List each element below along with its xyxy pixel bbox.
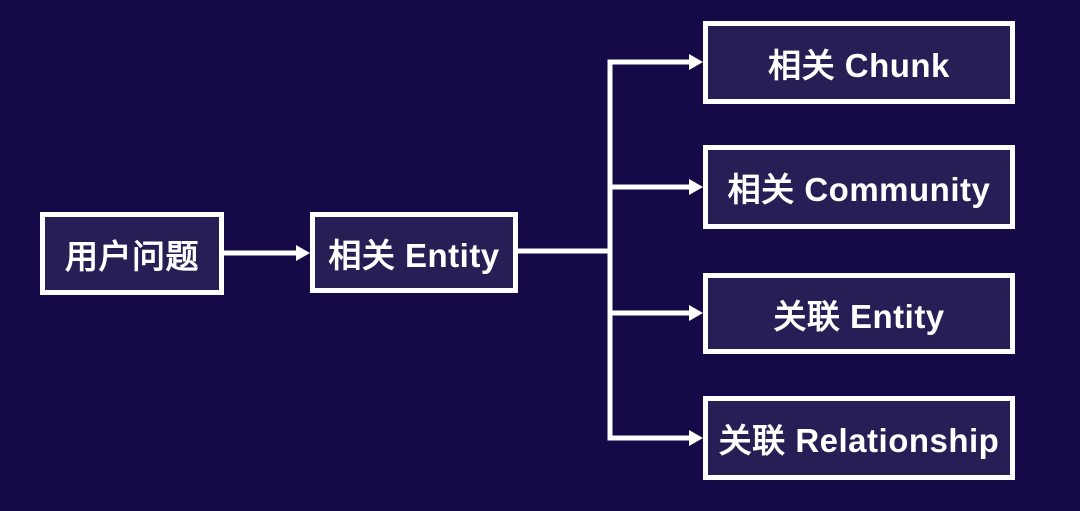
arrowhead-community xyxy=(689,179,703,195)
connector-lines xyxy=(224,59,690,441)
node-linked-entity-label: 关联 Entity xyxy=(773,297,945,335)
node-related-chunk: 相关 Chunk xyxy=(703,21,1015,104)
node-related-community-label: 相关 Community xyxy=(727,171,991,208)
node-linked-entity: 关联 Entity xyxy=(703,273,1015,354)
node-related-community: 相关 Community xyxy=(703,145,1015,229)
arrowhead-rel-entity xyxy=(689,305,703,321)
node-user-question: 用户问题 xyxy=(40,212,224,295)
node-linked-relationship-label: 关联 Relationship xyxy=(718,422,1000,459)
arrowhead-chunk xyxy=(689,54,703,70)
node-related-entity-label: 相关 Entity xyxy=(328,236,500,274)
arrowheads xyxy=(296,54,703,446)
arrowhead-relationship xyxy=(689,430,703,446)
node-related-entity: 相关 Entity xyxy=(310,212,518,293)
node-user-question-label: 用户问题 xyxy=(65,237,199,275)
arrowhead-entity xyxy=(296,245,310,261)
node-linked-relationship: 关联 Relationship xyxy=(703,396,1015,480)
node-related-chunk-label: 相关 Chunk xyxy=(768,46,950,84)
